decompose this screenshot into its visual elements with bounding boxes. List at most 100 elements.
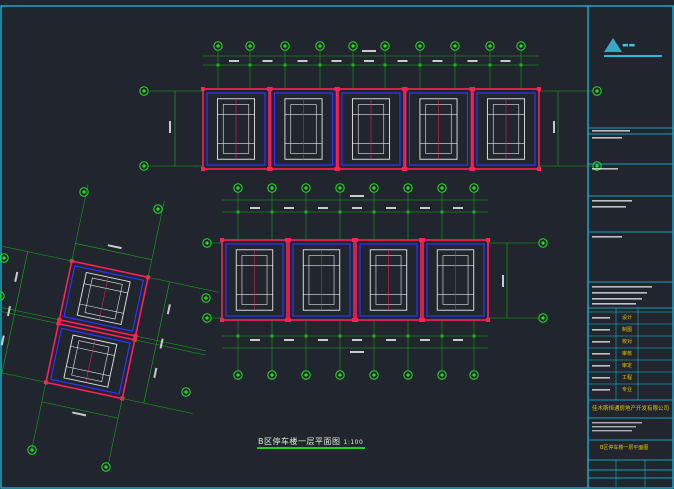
parking-bay	[56, 258, 151, 339]
dimension-text	[453, 207, 463, 209]
dimension-tick	[472, 334, 476, 338]
axis-bubble	[335, 183, 345, 193]
axis-bubble	[403, 370, 413, 380]
car-symbol	[302, 249, 341, 311]
axis-bubble	[538, 238, 548, 248]
axis-bubble	[267, 183, 277, 193]
title-block-field-label	[592, 329, 610, 331]
title-block-text-line	[592, 206, 626, 208]
parking-bay	[471, 87, 541, 171]
dimension-text	[502, 275, 504, 287]
dimension-tick	[351, 63, 355, 67]
title-block-role-2: 校对	[622, 339, 633, 345]
title-block-text-line	[592, 303, 636, 305]
parking-bay	[287, 238, 356, 322]
car-symbol	[436, 249, 475, 311]
title-block-field-label	[592, 389, 610, 391]
title-block-role-5: 工程	[622, 375, 633, 381]
axis-bubble	[213, 41, 223, 51]
axis-bubble	[437, 183, 447, 193]
dimension-text	[284, 339, 294, 341]
car-symbol	[351, 98, 391, 160]
parking-bay	[201, 87, 271, 171]
dimension-tick	[418, 63, 422, 67]
axis-bubble	[335, 370, 345, 380]
dimension-text	[386, 207, 396, 209]
logo-mark-icon	[604, 38, 622, 52]
parking-block-rotated	[0, 184, 219, 466]
dimension-tick	[248, 63, 252, 67]
dimension-text	[364, 60, 374, 62]
title-block-text-line	[592, 200, 632, 202]
axis-bubble	[437, 370, 447, 380]
title-block-role-6: 专业	[622, 387, 633, 393]
title-block-text-line	[592, 137, 622, 139]
axis-bubble	[592, 86, 602, 96]
dimension-tick	[283, 63, 287, 67]
axis-bubble	[280, 41, 290, 51]
dimension-text	[318, 339, 328, 341]
title-block-field-label	[592, 365, 610, 367]
title-block-drawing-name: B区停车楼一层平面图	[600, 445, 649, 451]
dimension-text	[350, 195, 364, 197]
logo-wordmark: ▬▬	[622, 41, 636, 49]
title-block-text-line	[592, 168, 618, 170]
axis-bubble	[348, 41, 358, 51]
dimension-tick	[304, 210, 308, 214]
axis-bubble	[139, 86, 149, 96]
dimension-tick	[216, 63, 220, 67]
axis-bubble	[450, 41, 460, 51]
dimension-tick	[472, 210, 476, 214]
dimension-tick	[270, 334, 274, 338]
title-block-role-4: 审定	[622, 363, 633, 369]
dimension-text	[229, 60, 239, 62]
axis-bubble	[415, 41, 425, 51]
title-block-text-line	[592, 430, 632, 432]
title-block	[588, 127, 673, 488]
axis-bubble	[469, 370, 479, 380]
axis-bubble	[380, 41, 390, 51]
car-symbol	[419, 98, 458, 160]
dimension-text	[420, 207, 430, 209]
dimension-text	[284, 207, 294, 209]
dimension-line	[75, 243, 152, 260]
title-block-company: 佳木斯恒通房地产开发有限公司	[592, 406, 670, 412]
axis-bubble	[592, 161, 602, 171]
dimension-text	[420, 339, 430, 341]
dimension-text	[553, 121, 555, 133]
title-block-text-line	[592, 286, 652, 288]
car-symbol	[63, 334, 118, 388]
car-symbol	[284, 98, 323, 160]
dimension-tick	[270, 210, 274, 214]
parking-bay	[268, 87, 339, 171]
parking-bay	[220, 238, 289, 322]
dimension-text	[500, 60, 511, 62]
parking-bay	[336, 87, 406, 171]
parking-block-middle	[212, 193, 538, 370]
dimension-tick	[236, 210, 240, 214]
dimension-text	[297, 60, 308, 62]
title-block-text-line	[592, 298, 642, 300]
parking-bay	[421, 238, 490, 322]
title-block-text-line	[592, 130, 630, 132]
dimension-text	[250, 207, 260, 209]
dimension-tick	[383, 63, 387, 67]
title-block-field-label	[592, 377, 610, 379]
title-block-text-line	[592, 236, 622, 238]
logo-underline	[604, 55, 662, 57]
drawing-frame	[0, 5, 674, 489]
axis-bubble	[79, 187, 89, 197]
dimension-tick	[488, 63, 492, 67]
dimension-text	[362, 50, 376, 52]
company-logo: ▬▬	[604, 38, 664, 60]
dimension-line	[143, 281, 170, 404]
car-symbol	[76, 271, 131, 326]
axis-bubble	[369, 370, 379, 380]
dimension-tick	[440, 210, 444, 214]
dimension-text	[250, 339, 260, 341]
dimension-tick	[406, 334, 410, 338]
parking-bay	[354, 238, 423, 322]
axis-bubble	[538, 313, 548, 323]
